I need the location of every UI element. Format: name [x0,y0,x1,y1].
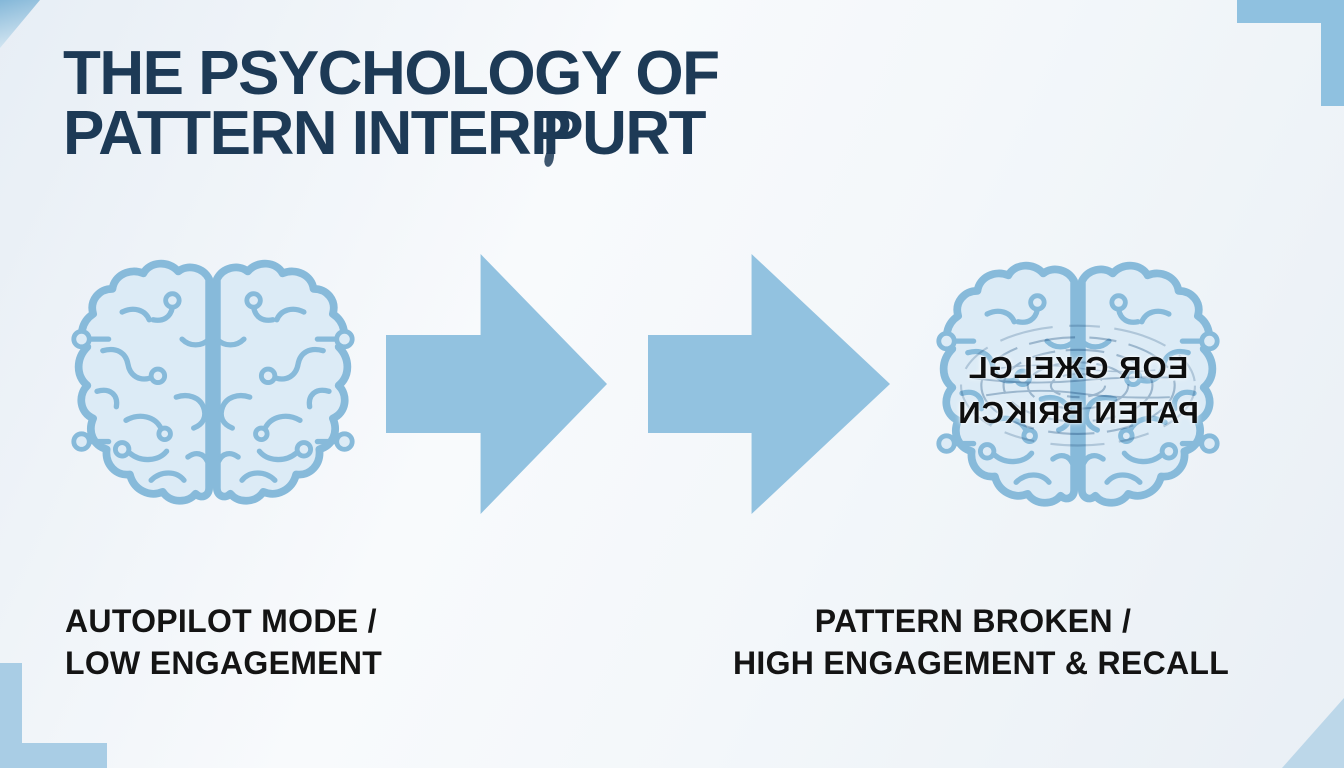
brain-overlay-text-line1: EOR GЖELGL [967,350,1189,385]
right-stage-caption-line2: HIGH ENGAGEMENT & RECALL [733,645,1230,681]
right-stage-caption-line1: PATTERN BROKEN / [814,603,1132,639]
corner-bracket-bottom-left-v [0,663,22,768]
right-arrow-icon [386,254,607,514]
brain-overlay-text-line2: PATEN BRIKCN [957,395,1199,430]
page-title-line2: PATTERN INTERPPURT [63,99,707,168]
corner-triangle-top-left [0,0,40,48]
left-stage-caption: AUTOPILOT MODE / LOW ENGAGEMENT [65,600,382,684]
right-stage-caption: PATTERN BROKEN / HIGH ENGAGEMENT & RECAL… [733,600,1230,684]
right-arrow-icon [648,254,890,514]
corner-bracket-bottom-left-h [0,743,107,768]
corner-bracket-top-right-v [1321,0,1344,106]
page-title: THE PSYCHOLOGY OF PATTERN INTERPPURT [63,39,720,168]
left-stage-caption-line1: AUTOPILOT MODE / [65,603,377,639]
brain-circuit-shockwave-icon [933,252,1223,523]
corner-triangle-bottom-right [1282,698,1344,768]
left-stage-caption-line2: LOW ENGAGEMENT [65,645,383,681]
shockwave-ripples [959,324,1197,447]
brain-circuit-icon [68,250,358,521]
corner-bracket-top-right-h [1237,0,1344,23]
page-title-line1: THE PSYCHOLOGY OF [63,39,720,108]
brain-overlay-text: EOR GЖELGL PATEN BRIKCN [933,345,1223,435]
